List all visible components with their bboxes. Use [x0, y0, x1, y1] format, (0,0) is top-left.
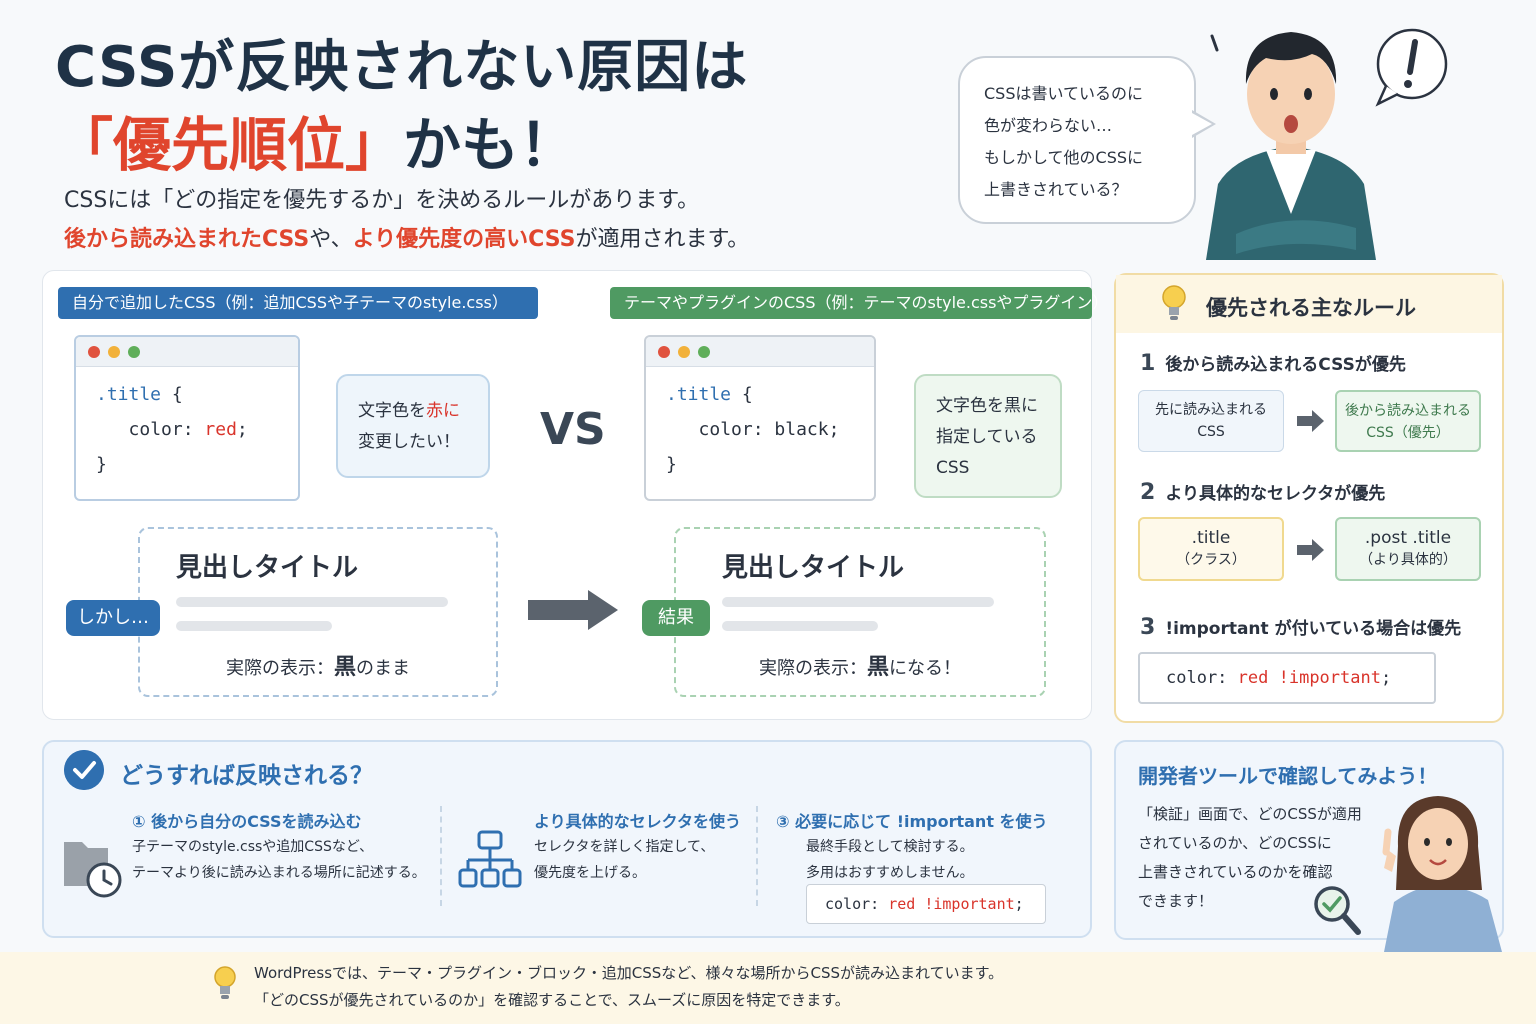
rules-panel [1114, 273, 1504, 723]
my-css-tag: 自分で追加したCSS（例：追加CSSや子テーマのstyle.css） [58, 287, 538, 319]
my-css-result: 見出しタイトル 実際の表示：黒のまま [138, 527, 498, 697]
rule-2-specific-box: .post .title（より具体的） [1335, 517, 1481, 581]
footer-lightbulb-icon [214, 966, 236, 999]
page-title: CSSが反映されない原因は [55, 35, 749, 100]
result-badge: 結果 [642, 600, 710, 636]
theme-css-code-window: .title { color: black; } [644, 335, 876, 501]
lead-red-2: より優先度の高いCSS [352, 227, 576, 252]
surprised-man-illustration [1206, 32, 1376, 260]
text-placeholder-line [176, 597, 448, 607]
surprise-mark-icon [1210, 34, 1219, 52]
fix-1-heading: ① 後から自分のCSSを読み込む [132, 812, 362, 831]
text-placeholder-line [722, 621, 878, 631]
footer-text: WordPressでは、テーマ・プラグイン・ブロック・追加CSSなど、様々な場所… [254, 964, 1004, 1009]
result-heading: 見出しタイトル [722, 553, 905, 583]
lightbulb-icon [1162, 285, 1186, 320]
exclamation-bubble-icon [1375, 28, 1448, 107]
result-display: 実際の表示：黒のまま [225, 655, 410, 680]
fix-title: どうすれば反映される？ [120, 763, 373, 789]
pointing-woman-illustration [1382, 796, 1502, 952]
page-title-line2: 「優先順位」かも！ [55, 98, 577, 182]
text-placeholder-line [176, 621, 332, 631]
fix-3-text: 最終手段として検討する。多用はおすすめしません。 [806, 839, 974, 881]
rule-2-class-box: .title（クラス） [1138, 517, 1284, 581]
column-divider [440, 806, 442, 906]
arrow-right-icon [1297, 545, 1313, 555]
vs-label: VS [540, 404, 606, 455]
lead-text-line2: 後から読み込まれたCSSや、より優先度の高いCSSが適用されます。 [64, 221, 749, 253]
result-display: 実際の表示：黒になる！ [758, 655, 961, 680]
fix-1-text: 子テーマのstyle.cssや追加CSSなど、テーマより後に読み込まれる場所に記… [132, 839, 426, 881]
bubble-line: 上書きされている？ [984, 180, 1128, 199]
bubble-line: 色が変わらない… [984, 116, 1113, 135]
speech-bubble: CSSは書いているのに 色が変わらない… もしかして他のCSSに 上書きされてい… [958, 56, 1196, 224]
my-css-note: 文字色を赤に 変更したい！ [336, 374, 490, 478]
check-circle-icon [64, 750, 104, 790]
close-dot-icon [88, 346, 100, 358]
bubble-tail-fill [1192, 113, 1212, 135]
rules-title: 優先される主なルール [1206, 296, 1416, 320]
however-badge: しかし… [66, 600, 160, 636]
bubble-line: もしかして他のCSSに [984, 148, 1144, 167]
maximize-dot-icon [698, 346, 710, 358]
theme-css-result: 見出しタイトル 実際の表示：黒になる！ [674, 527, 1046, 697]
theme-css-tag: テーマやプラグインのCSS（例：テーマのstyle.cssやプラグイン） [610, 287, 1108, 319]
window-titlebar [76, 337, 298, 367]
title-rest: かも！ [403, 111, 578, 179]
magnifier-check-icon [1314, 886, 1361, 935]
folder-clock-icon [64, 842, 122, 898]
devtools-title: 開発者ツールで確認してみよう！ [1138, 764, 1438, 788]
fix-3-heading: ③ 必要に応じて !important を使う [776, 812, 1048, 831]
theme-css-note: 文字色を黒に 指定している CSS [914, 374, 1062, 498]
important-code-box: color: red !important; [1138, 652, 1436, 704]
arrow-right-head [1312, 539, 1324, 561]
code-block: .title { color: black; } [666, 384, 840, 475]
minimize-dot-icon [108, 346, 120, 358]
minimize-dot-icon [678, 346, 690, 358]
fix-2-heading: より具体的なセレクタを使う [534, 812, 742, 831]
close-dot-icon [658, 346, 670, 358]
bubble-line: CSSは書いているのに [984, 84, 1144, 103]
title-highlight: 「優先順位」 [55, 111, 404, 179]
code-block: .title { color: red; } [96, 384, 248, 475]
lead-end: が適用されます。 [575, 227, 750, 252]
column-divider [756, 806, 758, 906]
arrow-right-head [1312, 410, 1324, 432]
footer-bar [0, 952, 1536, 1024]
devtools-text: 「検証」画面で、どのCSSが適用 されているのか、どのCSSに 上書きされている… [1138, 805, 1362, 910]
lead-text: CSSには「どの指定を優先するか」を決めるルールがあります。 [64, 188, 700, 213]
lead-red-1: 後から読み込まれたCSS [64, 227, 310, 252]
fix-important-code: color: red !important; [806, 884, 1046, 924]
result-heading: 見出しタイトル [176, 553, 359, 583]
fix-2-text: セレクタを詳しく指定して、優先度を上げる。 [534, 839, 715, 881]
text-placeholder-line [722, 597, 994, 607]
arrow-right-icon [528, 600, 590, 620]
arrow-right-icon [1297, 416, 1313, 426]
my-css-code-window: .title { color: red; } [74, 335, 300, 501]
lead-mid: や、 [309, 227, 353, 252]
maximize-dot-icon [128, 346, 140, 358]
arrow-right-head [588, 590, 618, 630]
hierarchy-icon [458, 830, 522, 888]
window-titlebar [646, 337, 874, 367]
rule-3-heading: 3!important が付いている場合は優先 [1140, 615, 1462, 640]
